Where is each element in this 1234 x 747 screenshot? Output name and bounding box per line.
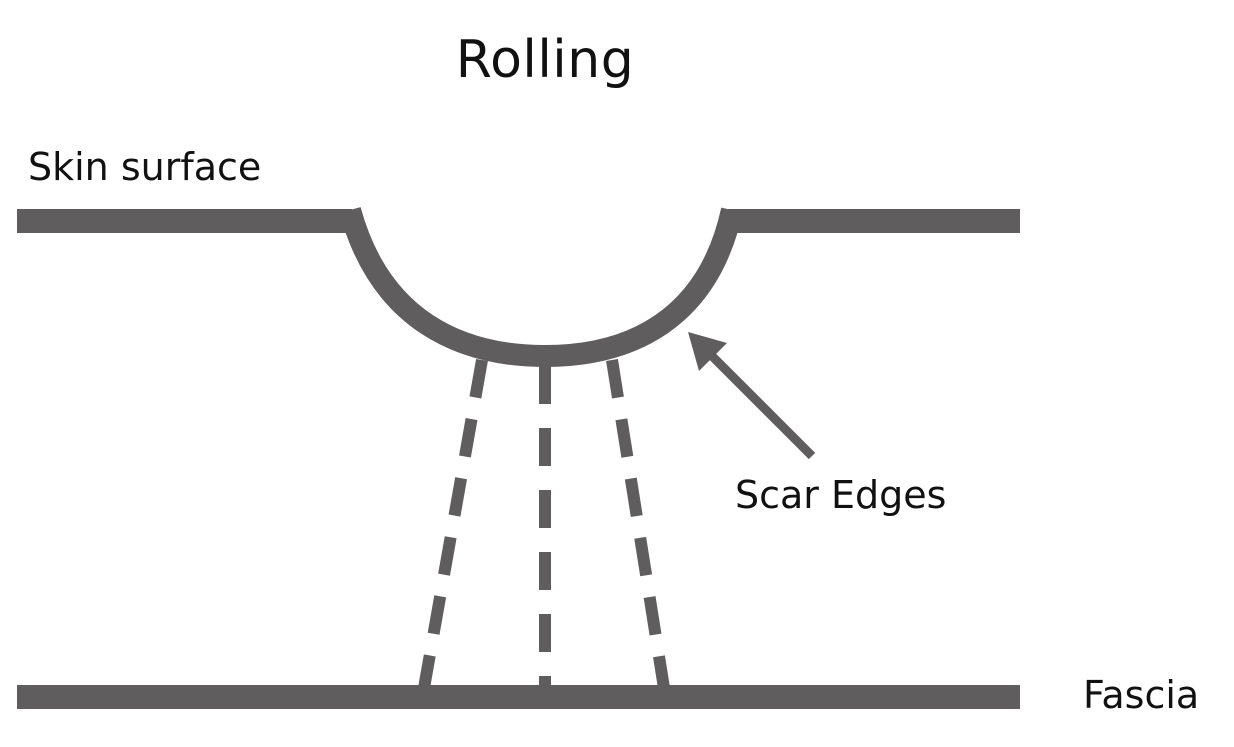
arrow-head-icon [688, 332, 727, 371]
skin-surface-label: Skin surface [28, 145, 262, 189]
arrow-shaft [708, 352, 816, 460]
tether-right [606, 359, 670, 689]
tether-left [418, 358, 488, 690]
scar-depression-curve [339, 207, 743, 368]
scar-edges-label: Scar Edges [735, 473, 947, 517]
diagram-title: Rolling [455, 30, 635, 90]
fascia-label: Fascia [1083, 673, 1200, 717]
